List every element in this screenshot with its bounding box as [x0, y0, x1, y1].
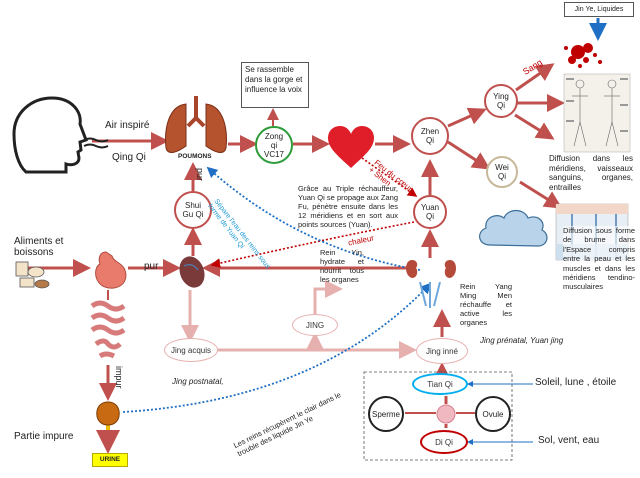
arrow-wei-skin: [519, 180, 563, 209]
yuan-qi-node: Yuan Qi: [413, 195, 447, 229]
zong-qi-label: Zong qi VC17: [263, 131, 284, 159]
tian-qi-label: Tian Qi: [427, 379, 453, 389]
rein-yin-text: Rein Yin, hydrate et nourrit tous les or…: [320, 248, 364, 284]
tian-qi-node: Tian Qi: [412, 373, 468, 395]
partie-impure-label: Partie impure: [14, 431, 74, 442]
di-qi-node: Di Qi: [420, 430, 468, 454]
zong-note-text: Se rassemble dans la gorge et influence …: [245, 65, 303, 94]
aliments-label: Aliments et boissons: [14, 236, 64, 258]
arrow-ying-diffusion: [514, 113, 555, 140]
sol-label: Sol, vent, eau: [538, 435, 600, 446]
arrow-jing-organs: [313, 280, 343, 314]
diffusion-wei-text: Diffusion sous forme de brume dans l'Esp…: [563, 226, 635, 292]
yuan-qi-label: Yuan Qi: [420, 203, 440, 221]
triple-rechauffeur-text: Grâce au Triple réchauffeur, Yuan Qi se …: [298, 184, 398, 229]
arrow-feu-coeur: [361, 157, 418, 197]
pur-label: pur: [144, 261, 159, 272]
shui-gu-qi-node: Shui Gu Qi: [174, 191, 212, 229]
arrow-ying-sang: [515, 63, 555, 92]
jin-ye-box: Jin Ye, Liquides: [564, 2, 634, 17]
zong-qi-node: Zong qi VC17: [255, 126, 293, 164]
arrow-zhen-wei: [447, 140, 491, 170]
jing-postnatal-text: Jing postnatal,: [172, 377, 224, 386]
qing-qi-label: Qing Qi: [112, 152, 146, 163]
poumons-label: POUMONS: [178, 153, 212, 160]
jing-acquis-label: Jing acquis: [170, 345, 212, 355]
air-inspire-label: Air inspiré: [105, 120, 150, 131]
sperme-label: Sperme: [371, 409, 400, 419]
wei-qi-label: Wei Qi: [495, 163, 509, 181]
arrow-reins-recuperent: [122, 282, 432, 413]
zhen-qi-node: Zhen Qi: [411, 117, 449, 155]
shui-gu-qi-label: Shui Gu Qi: [182, 201, 204, 219]
jing-prenatal-text: Jing prénatal, Yuan jing: [480, 336, 564, 345]
ovule-label: Ovule: [482, 409, 504, 419]
jing-acquis-node: Jing acquis: [164, 338, 218, 362]
jing-node: JING: [292, 314, 338, 336]
urine-label: URINE: [99, 456, 121, 463]
wei-qi-node: Wei Qi: [486, 156, 518, 188]
jing-inne-label: Jing inné: [425, 346, 459, 356]
di-qi-label: Di Qi: [435, 437, 453, 447]
soleil-label: Soleil, lune , étoile: [535, 377, 617, 388]
zhen-qi-label: Zhen Qi: [420, 127, 440, 145]
ying-qi-label: Ying Qi: [493, 92, 509, 110]
arrow-zhen-ying: [447, 107, 487, 128]
jing-label: JING: [305, 320, 325, 330]
ying-qi-node: Ying Qi: [484, 84, 518, 118]
jin-ye-label: Jin Ye, Liquides: [574, 6, 624, 13]
diffusion-ying-text: Diffusion dans les méridiens, vaisseaux …: [549, 154, 633, 192]
zong-note-box: Se rassemble dans la gorge et influence …: [241, 62, 309, 108]
jing-inne-node: Jing inné: [416, 338, 468, 364]
sperme-node: Sperme: [368, 396, 404, 432]
ovule-node: Ovule: [475, 396, 511, 432]
urine-box: URINE: [92, 453, 128, 467]
rein-yang-text: Rein Yang Ming Men réchauffe et active l…: [460, 282, 512, 327]
jing-inne-box: [363, 371, 513, 461]
